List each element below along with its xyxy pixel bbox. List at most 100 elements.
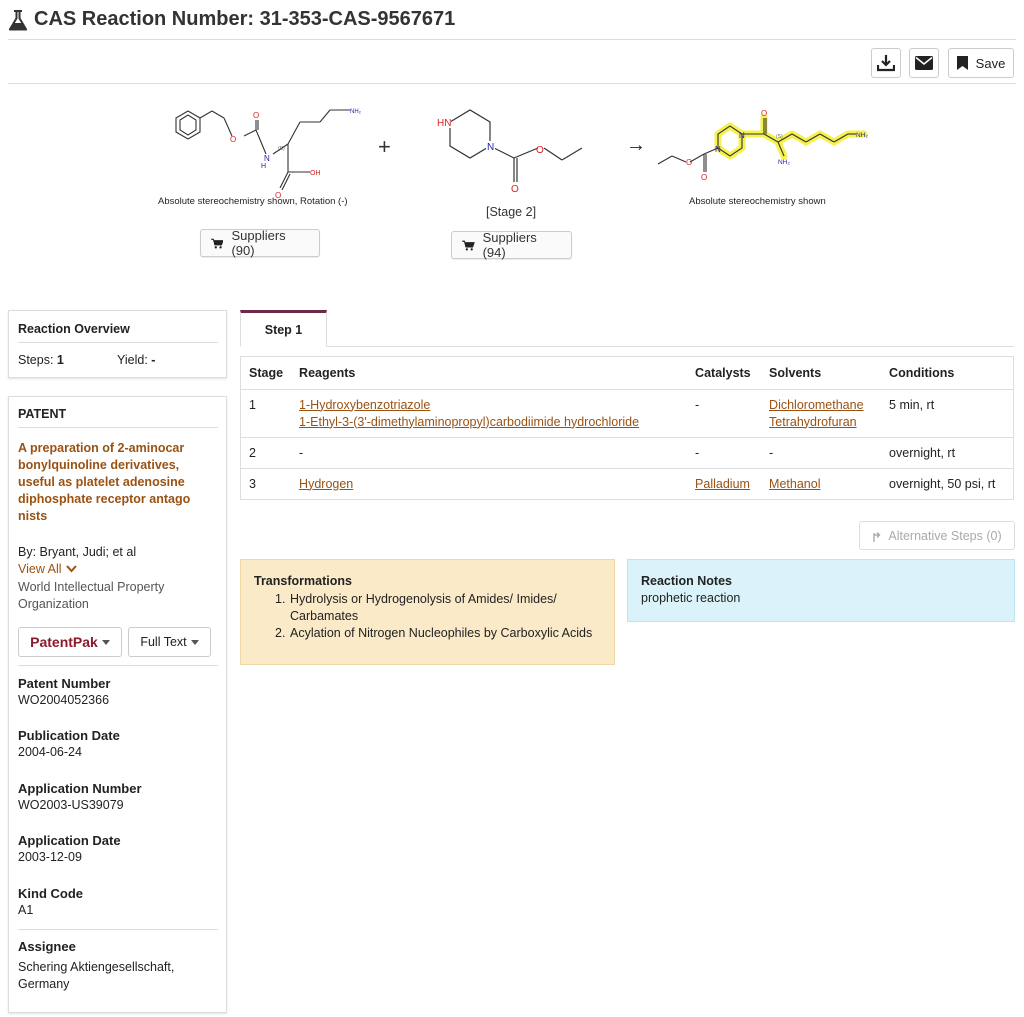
reactant-1-structure: O O N H (S) NH₂ OH O — [175, 109, 362, 200]
column-header: Catalysts — [687, 357, 762, 390]
divider — [18, 665, 218, 666]
conditions-cell: overnight, 50 psi, rt — [889, 476, 996, 491]
organization-line: Organization — [18, 597, 89, 611]
notes-title: Reaction Notes — [641, 574, 732, 588]
patentpak-dropdown[interactable]: PatentPak — [18, 627, 122, 657]
reagent-link[interactable]: 1-Ethyl-3-(3'-dimethylaminopropyl)carbod… — [299, 414, 640, 429]
reaction-overview-panel: Reaction Overview Steps: 1 Yield: - — [8, 310, 227, 378]
caret-down-icon — [101, 639, 110, 645]
suppliers-label: Suppliers (94) — [482, 230, 537, 260]
solvent-link[interactable]: Methanol — [769, 476, 821, 491]
column-header: Solvents — [761, 357, 882, 390]
view-all-link[interactable]: View All — [18, 562, 77, 576]
stage-label: [Stage 2] — [486, 205, 537, 219]
patent-title-line: diphosphate receptor antago — [18, 492, 191, 506]
list-number: 1. — [275, 592, 286, 606]
bookmark-icon — [956, 56, 968, 70]
reagent-link[interactable]: Hydrogen — [299, 476, 354, 491]
suppliers-button[interactable]: Suppliers (90) — [200, 228, 320, 258]
field-label: Application Number — [18, 781, 142, 796]
assignee-line: Schering Aktiengesellschaft, — [18, 960, 175, 974]
publication-date-field: Publication Date 2004-06-24 — [18, 728, 120, 759]
divider — [18, 929, 218, 930]
chevron-down-icon — [65, 565, 77, 573]
download-button[interactable] — [871, 48, 901, 78]
reaction-arrow: → — [626, 134, 646, 156]
reactant-1-caption: Absolute stereochemistry shown, Rotation… — [158, 196, 348, 207]
flask-icon — [8, 10, 28, 31]
catalyst-link[interactable]: Palladium — [695, 476, 750, 491]
reagents-cell: Hydrogen — [291, 468, 687, 499]
atom-label: N — [487, 142, 494, 153]
stages-table: Stage Reagents Catalysts Solvents Condit… — [240, 356, 1014, 500]
table-row: 1 1-Hydroxybenzotriazole 1-Ethyl-3-(3'-d… — [241, 389, 1013, 438]
alternative-steps-button[interactable]: Alternative Steps (0) — [859, 521, 1015, 550]
reaction-scheme: O O N H (S) NH₂ OH O Absolute stereochem… — [150, 96, 880, 266]
field-label: Publication Date — [18, 728, 120, 743]
divider — [18, 342, 218, 343]
solvent-link[interactable]: Tetrahydrofuran — [769, 414, 857, 429]
field-value: 2004-06-24 — [18, 745, 82, 759]
stage-cell: 1 — [241, 389, 292, 438]
field-value: A1 — [18, 903, 34, 917]
field-label: Assignee — [18, 939, 76, 954]
atom-label: N — [715, 145, 721, 154]
assignee-line: Germany — [18, 977, 70, 991]
patent-title-link[interactable]: A preparation of 2-aminocar bonylquinoli… — [18, 440, 223, 525]
reagent-link[interactable]: 1-Hydroxybenzotriazole — [299, 397, 431, 412]
stage-cell: 2 — [241, 437, 292, 469]
field-value: WO2004052366 — [18, 693, 110, 707]
branch-icon — [873, 531, 881, 542]
field-value: 2003-12-09 — [18, 850, 82, 864]
table-row: 2 - - - overnight, rt — [241, 437, 1013, 469]
plus-sign: + — [378, 134, 391, 159]
patent-section-title: PATENT — [18, 407, 67, 421]
atom-label: NH₂ — [856, 132, 868, 139]
atom-label: (S) — [278, 146, 285, 152]
atom-label: HN — [437, 118, 451, 129]
atom-label: O — [701, 173, 707, 182]
patent-number-field: Patent Number WO2004052366 — [18, 676, 110, 707]
patent-title-line: A preparation of 2-aminocar — [18, 441, 185, 455]
atom-label: O — [761, 109, 767, 118]
solvents-cell: - — [761, 437, 882, 469]
conditions-cell: overnight, rt — [881, 437, 1013, 469]
alternative-steps-label: Alternative Steps (0) — [888, 528, 1002, 543]
catalysts-cell: - — [687, 437, 762, 469]
tab-step-1[interactable]: Step 1 — [240, 310, 327, 347]
application-number-field: Application Number WO2003-US39079 — [18, 781, 142, 812]
reagents-cell: 1-Hydroxybenzotriazole 1-Ethyl-3-(3'-dim… — [291, 389, 688, 438]
solvents-cell: Dichloromethane Tetrahydrofuran — [761, 389, 882, 438]
yield-value: - — [151, 353, 156, 367]
atom-label: NH₂ — [778, 159, 790, 166]
envelope-icon — [915, 56, 933, 70]
atom-label: O — [275, 191, 281, 200]
atom-label: O — [536, 145, 544, 156]
catalysts-cell: - — [687, 389, 762, 438]
solvent-link[interactable]: Dichloromethane — [769, 397, 864, 412]
save-button[interactable]: Save — [948, 48, 1014, 78]
field-label: Kind Code — [18, 886, 83, 901]
atom-label: O — [511, 184, 519, 195]
suppliers-button[interactable]: Suppliers (94) — [451, 230, 572, 260]
toolbar: Save — [8, 40, 1016, 84]
page-header: CAS Reaction Number: 31-353-CAS-9567671 — [8, 6, 1016, 40]
overview-title: Reaction Overview — [18, 322, 130, 336]
save-label: Save — [975, 55, 1006, 71]
view-all-label: View All — [18, 562, 62, 576]
atom-label: O — [686, 158, 692, 167]
patentpak-label: PatentPak — [30, 634, 98, 650]
patent-panel: PATENT A preparation of 2-aminocar bonyl… — [8, 396, 227, 1013]
reaction-notes-box: Reaction Notes prophetic reaction — [627, 559, 1015, 622]
atom-label: (S) — [776, 134, 783, 140]
field-label: Application Date — [18, 833, 121, 848]
transformation-text: Carbamates — [290, 609, 359, 623]
full-text-dropdown[interactable]: Full Text — [128, 627, 211, 657]
product-structure: O O N N O (S) NH₂ NH₂ — [657, 109, 868, 182]
solvents-cell: Methanol — [761, 468, 881, 499]
catalysts-cell: Palladium — [687, 468, 761, 499]
list-item: 2. Acylation of Nitrogen Nucleophiles by… — [275, 625, 592, 642]
atom-label: N — [739, 131, 745, 140]
patent-title-line: bonylquinoline derivatives, — [18, 458, 180, 472]
email-button[interactable] — [909, 48, 939, 78]
